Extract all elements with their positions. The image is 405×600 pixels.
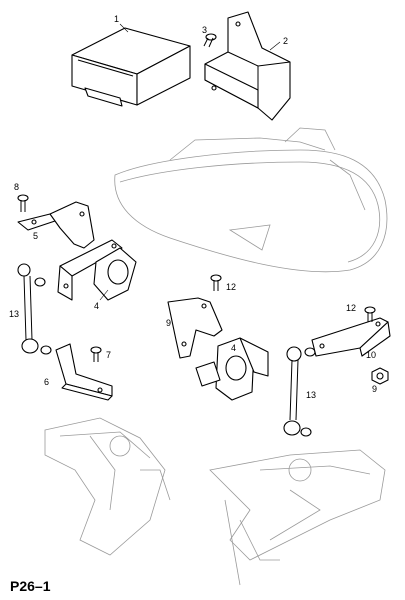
link-rod-13-right [283, 346, 316, 437]
callout-10: 9 [166, 318, 171, 328]
height-sensor-4-right [195, 337, 269, 401]
height-sensor-4-left [57, 239, 137, 301]
callout-13-right: 13 [306, 390, 316, 400]
left-suspension-arm-outline [44, 417, 171, 556]
leader-2 [269, 41, 281, 51]
bracket-10 [167, 297, 223, 359]
screw-3 [203, 33, 217, 48]
screw-12-upper [210, 274, 222, 291]
right-suspension-arm-outline [209, 449, 386, 586]
callout-3: 3 [202, 25, 207, 35]
callout-13-left: 13 [9, 309, 19, 319]
figure-reference-label: P26–1 [10, 578, 51, 594]
mounting-bracket-2 [204, 11, 291, 121]
callout-9: 9 [372, 384, 377, 394]
callout-5: 5 [33, 231, 38, 241]
bracket-11 [311, 317, 391, 357]
bracket-5 [17, 201, 95, 249]
callout-2: 2 [283, 36, 288, 46]
callout-12-upper: 12 [226, 282, 236, 292]
control-unit-box [71, 27, 191, 107]
link-rod-13-left [17, 263, 52, 355]
nut-9 [371, 367, 389, 385]
callout-7: 7 [106, 350, 111, 360]
callout-8: 8 [14, 182, 19, 192]
callout-1: 1 [114, 14, 119, 24]
callout-11: 10 [366, 350, 376, 360]
screw-7 [90, 346, 102, 362]
bolt-8 [17, 194, 29, 212]
leader-1 [119, 23, 129, 33]
callout-6: 6 [44, 377, 49, 387]
screw-12-right [364, 306, 376, 322]
callout-12-right: 12 [346, 303, 356, 313]
callout-4-right: 4 [231, 343, 236, 353]
leader-4a [99, 289, 109, 301]
bracket-6 [55, 343, 113, 401]
callout-4-left: 4 [94, 301, 99, 311]
headlamp-outline [114, 127, 388, 273]
